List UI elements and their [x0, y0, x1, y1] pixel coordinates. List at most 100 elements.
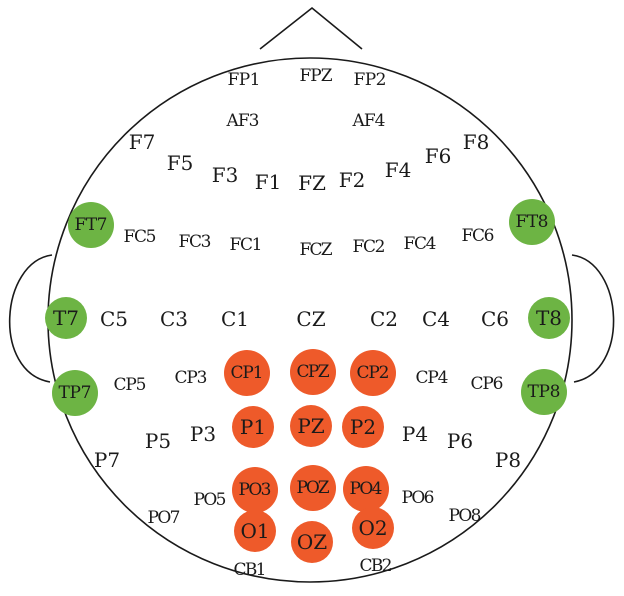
electrode-marker [232, 467, 278, 513]
electrode-af3: AF3 [226, 111, 260, 131]
electrode-label: CB2 [360, 556, 393, 576]
electrode-cpz: CPZ [290, 349, 336, 395]
electrode-label: P3 [190, 422, 216, 446]
electrode-label: FP2 [354, 70, 387, 90]
electrode-marker [342, 406, 384, 448]
electrode-label: FP1 [228, 70, 261, 90]
electrode-marker [509, 199, 555, 245]
electrode-label: CP5 [114, 375, 147, 395]
electrode-label: P8 [495, 448, 521, 472]
electrode-p6: P6 [447, 429, 473, 453]
electrode-cb1: CB1 [234, 560, 267, 580]
electrode-label: PO6 [402, 488, 435, 508]
electrode-p8: P8 [495, 448, 521, 472]
electrode-o1: O1 [234, 510, 276, 552]
electrode-marker [291, 521, 333, 563]
electrode-marker [45, 297, 87, 339]
electrode-c3: C3 [160, 307, 188, 331]
electrode-marker [68, 202, 114, 248]
electrode-fc6: FC6 [462, 226, 495, 246]
electrode-fz: FZ [298, 171, 326, 195]
electrode-f6: F6 [425, 144, 452, 168]
electrode-label: P4 [402, 422, 428, 446]
electrode-fc3: FC3 [179, 232, 212, 252]
electrode-label: C5 [100, 307, 128, 331]
electrode-label: FC2 [353, 237, 386, 257]
electrode-tp7: TP7 [52, 370, 98, 416]
electrode-label: C1 [221, 307, 249, 331]
right-ear [571, 254, 615, 383]
electrode-label: OZ [297, 530, 327, 554]
electrode-marker [232, 406, 274, 448]
electrode-ft8: FT8 [509, 199, 555, 245]
electrode-label: CP3 [175, 368, 208, 388]
electrode-label: F4 [385, 158, 412, 182]
electrode-c2: C2 [370, 307, 398, 331]
electrode-p1: P1 [232, 406, 274, 448]
electrode-cp6: CP6 [471, 374, 504, 394]
electrode-label: CPZ [297, 362, 330, 382]
electrode-label: POZ [297, 478, 330, 498]
electrode-po6: PO6 [402, 488, 435, 508]
electrode-label: C3 [160, 307, 188, 331]
electrode-af4: AF4 [352, 111, 386, 131]
electrode-fcz: FCZ [300, 240, 333, 260]
electrode-f8: F8 [463, 130, 490, 154]
electrode-cb2: CB2 [360, 556, 393, 576]
electrode-marker [528, 297, 570, 339]
electrode-cz: CZ [296, 307, 325, 331]
electrode-label: T8 [536, 306, 562, 330]
electrode-t8: T8 [528, 297, 570, 339]
electrode-label: PO4 [350, 479, 383, 499]
electrode-po3: PO3 [232, 467, 278, 513]
electrode-f4: F4 [385, 158, 412, 182]
electrode-tp8: TP8 [521, 369, 567, 415]
electrode-f1: F1 [255, 170, 282, 194]
electrode-po4: PO4 [343, 466, 389, 512]
electrode-label: FCZ [300, 240, 333, 260]
electrode-pz: PZ [290, 405, 332, 447]
electrode-label: PO7 [148, 508, 181, 528]
electrode-label: FC6 [462, 226, 495, 246]
electrode-label: TP8 [528, 382, 561, 402]
electrode-label: CP2 [357, 363, 390, 383]
electrode-marker [290, 465, 336, 511]
electrode-marker [290, 349, 336, 395]
electrode-label: AF4 [352, 111, 386, 131]
electrode-label: FC1 [230, 235, 263, 255]
electrode-oz: OZ [291, 521, 333, 563]
electrode-label: CP6 [471, 374, 504, 394]
electrode-label: F5 [167, 151, 194, 175]
electrode-f5: F5 [167, 151, 194, 175]
electrode-cp1: CP1 [224, 350, 270, 396]
electrode-c4: C4 [422, 307, 450, 331]
electrode-fc4: FC4 [404, 234, 437, 254]
electrode-ft7: FT7 [68, 202, 114, 248]
electrode-label: CP1 [231, 363, 264, 383]
electrode-label: P7 [94, 448, 120, 472]
electrode-fc2: FC2 [353, 237, 386, 257]
electrode-label: FT8 [516, 212, 549, 232]
electrode-marker [343, 466, 389, 512]
electrode-fp2: FP2 [354, 70, 387, 90]
electrode-poz: POZ [290, 465, 336, 511]
electrode-label: FC3 [179, 232, 212, 252]
electrode-p2: P2 [342, 406, 384, 448]
electrode-p7: P7 [94, 448, 120, 472]
electrode-marker [521, 369, 567, 415]
electrode-cp4: CP4 [416, 368, 449, 388]
electrode-po5: PO5 [194, 490, 227, 510]
electrode-label: TP7 [59, 383, 92, 403]
electrode-label: FT7 [75, 215, 108, 235]
electrode-label: CP4 [416, 368, 449, 388]
electrode-label: PO8 [449, 506, 482, 526]
electrode-fpz: FPZ [300, 66, 333, 86]
electrode-fp1: FP1 [228, 70, 261, 90]
electrode-cp2: CP2 [350, 350, 396, 396]
electrode-label: P6 [447, 429, 473, 453]
electrode-marker [52, 370, 98, 416]
electrode-fc1: FC1 [230, 235, 263, 255]
electrode-p4: P4 [402, 422, 428, 446]
